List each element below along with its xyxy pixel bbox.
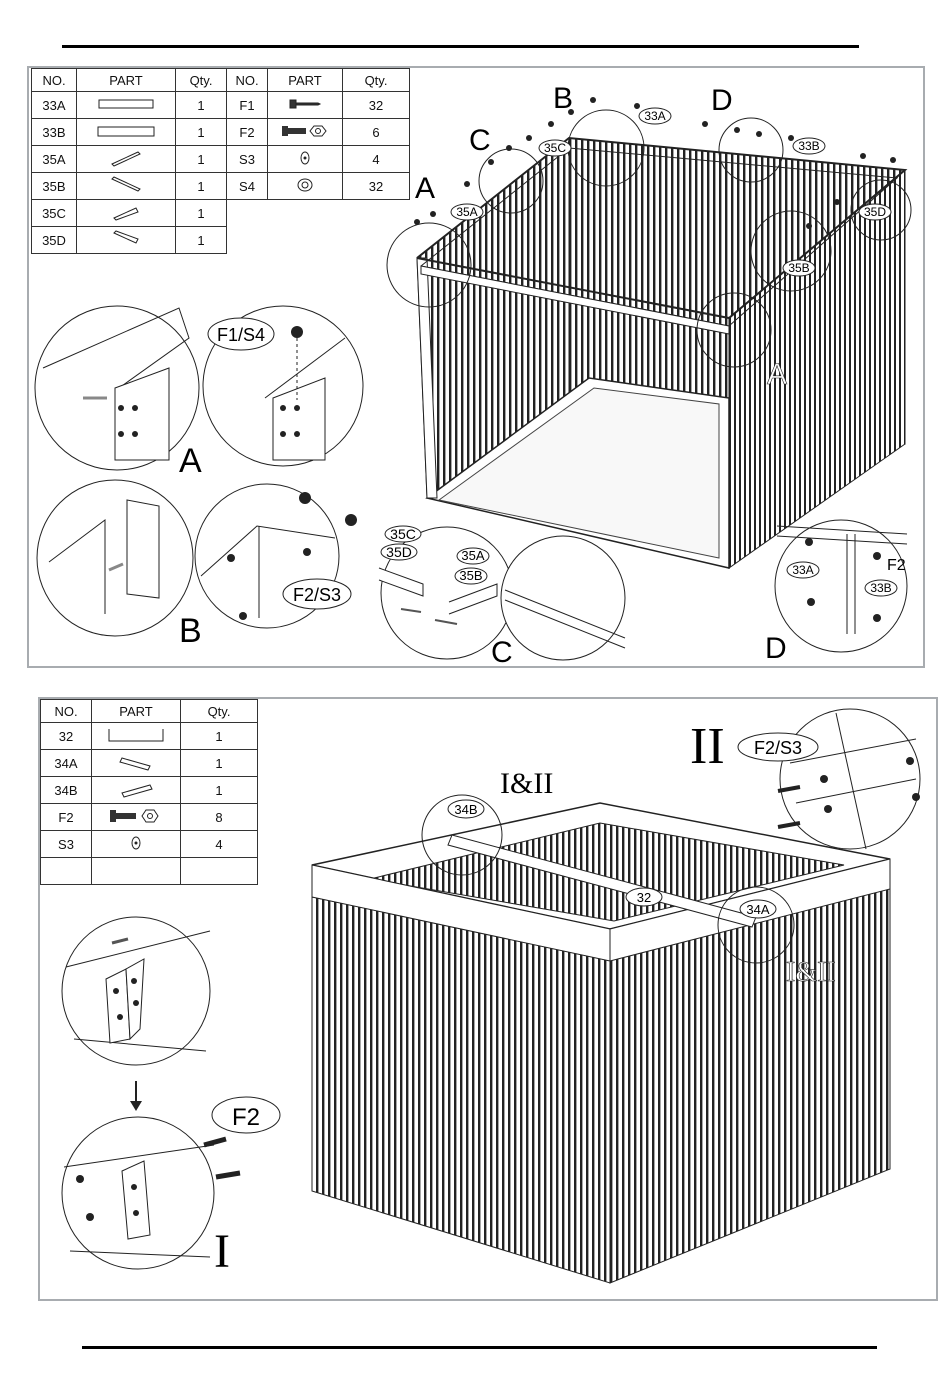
detail-a-label: A	[179, 442, 202, 480]
bottom-assembly-drawing: 32 34B 34A I&II I&II II F2/S3	[40, 699, 936, 1299]
detail-c-label: C	[491, 636, 513, 666]
detail-b-label: B	[179, 612, 202, 650]
top-rule	[62, 45, 859, 48]
corner-label-a: A	[415, 172, 435, 205]
detail-d-part: 33B	[870, 581, 891, 595]
detail-d-fastener: F2	[887, 557, 906, 574]
callout-32: 32	[637, 890, 651, 905]
bottom-rule	[82, 1346, 877, 1349]
callout-35b: 35B	[788, 261, 809, 275]
corner-label-a: A	[767, 358, 787, 391]
detail-a-fastener: F1/S4	[217, 325, 265, 345]
detail-c-part: 35C	[390, 526, 416, 542]
detail-c-part: 35D	[386, 544, 412, 560]
detail-ii-fastener: F2/S3	[754, 738, 802, 758]
top-assembly-drawing: 33A 33B 35A 35B 35C 35D A B C D A F1/S4 …	[29, 68, 923, 666]
detail-c-part: 35B	[459, 568, 482, 583]
corner-label-c: C	[469, 124, 491, 157]
corner-label-b: B	[553, 82, 573, 115]
callout-33b: 33B	[798, 139, 819, 153]
step-panel-top: NO. PART Qty. NO. PART Qty. 33A 1 F1 32 …	[27, 66, 925, 668]
callout-35d: 35D	[864, 205, 886, 219]
detail-i-label: I	[214, 1225, 230, 1278]
step-panel-bottom: NO. PART Qty. 32 1 34A 1 34B 1 F2 8 S3 4	[38, 697, 938, 1301]
callout-34b: 34B	[454, 802, 477, 817]
detail-b-fastener: F2/S3	[293, 585, 341, 605]
label-i-and-ii-right: I&II	[786, 957, 836, 988]
label-i-and-ii-top: I&II	[500, 767, 553, 800]
callout-35c: 35C	[544, 141, 566, 155]
callout-34a: 34A	[746, 902, 769, 917]
detail-i-fastener: F2	[232, 1104, 260, 1131]
label-ii-roman: II	[690, 718, 725, 775]
corner-label-d: D	[711, 84, 733, 117]
callout-33a: 33A	[644, 109, 665, 123]
detail-d-part: 33A	[792, 563, 813, 577]
detail-c-part: 35A	[461, 548, 484, 563]
callout-35a: 35A	[456, 205, 477, 219]
detail-d-label: D	[765, 632, 787, 665]
